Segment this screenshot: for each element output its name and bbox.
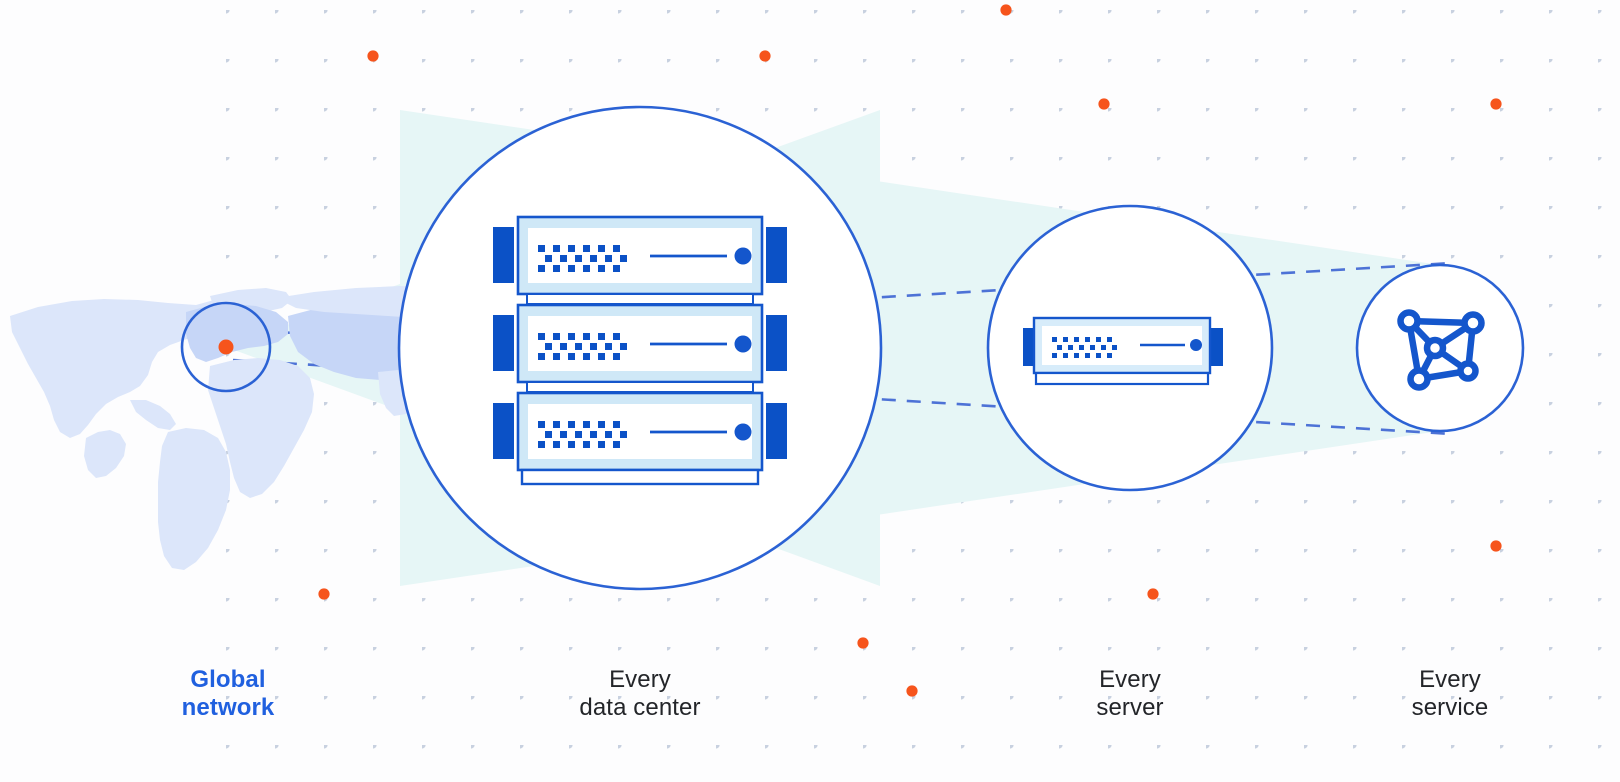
label-every-data-center: Every data center bbox=[579, 666, 701, 721]
orange-dot bbox=[906, 685, 918, 697]
server-status-led bbox=[1190, 339, 1202, 351]
rack-ports-1 bbox=[538, 245, 627, 272]
graph-node-bottom-left bbox=[1407, 367, 1431, 391]
orange-dot bbox=[1490, 540, 1502, 552]
graph-node-center bbox=[1423, 336, 1447, 360]
graph-node-top-left bbox=[1397, 309, 1421, 333]
orange-dot bbox=[1000, 4, 1012, 16]
orange-dot bbox=[1490, 98, 1502, 110]
server-base-plate bbox=[1034, 371, 1210, 386]
graph-node-top-right bbox=[1461, 311, 1485, 335]
rack-status-led-3 bbox=[734, 423, 752, 441]
server-tab-right bbox=[1209, 328, 1223, 366]
rack-unit-tab-left-3 bbox=[493, 403, 514, 459]
server-rack-icon bbox=[493, 215, 787, 486]
orange-dot bbox=[759, 50, 771, 62]
rack-status-led-2 bbox=[734, 335, 752, 353]
global-network-circle bbox=[180, 301, 272, 393]
label-every-server: Every server bbox=[1096, 666, 1164, 721]
label-global-network: Global network bbox=[181, 666, 275, 721]
data-center-circle-group[interactable] bbox=[397, 105, 883, 591]
orange-dot bbox=[857, 637, 869, 649]
rack-spacer-2 bbox=[526, 381, 754, 393]
graph-node-bottom-right bbox=[1457, 360, 1479, 382]
global-network-marker-dot bbox=[218, 339, 234, 355]
service-circle-group[interactable] bbox=[1355, 263, 1525, 433]
rack-unit-tab-right-3 bbox=[766, 403, 787, 459]
rack-ports-3 bbox=[538, 421, 627, 448]
server-circle-group[interactable] bbox=[986, 204, 1274, 492]
rack-base-plate bbox=[520, 468, 760, 486]
orange-dot bbox=[1098, 98, 1110, 110]
orange-dot bbox=[367, 50, 379, 62]
orange-dot bbox=[1147, 588, 1159, 600]
single-server-icon bbox=[1023, 316, 1223, 386]
rack-unit-tab-left-2 bbox=[493, 315, 514, 371]
rack-spacer-1 bbox=[526, 293, 754, 305]
global-network-highlight[interactable] bbox=[180, 301, 272, 393]
orange-accent-dots bbox=[318, 4, 1502, 697]
rack-status-led-1 bbox=[734, 247, 752, 265]
rack-unit-tab-right-1 bbox=[766, 227, 787, 283]
rack-ports-2 bbox=[538, 333, 627, 360]
orange-dot bbox=[318, 588, 330, 600]
server-ports bbox=[1052, 337, 1117, 358]
rack-unit-tab-left-1 bbox=[493, 227, 514, 283]
label-every-service: Every service bbox=[1411, 666, 1489, 721]
network-graph-icon bbox=[1397, 309, 1485, 391]
rack-unit-tab-right-2 bbox=[766, 315, 787, 371]
